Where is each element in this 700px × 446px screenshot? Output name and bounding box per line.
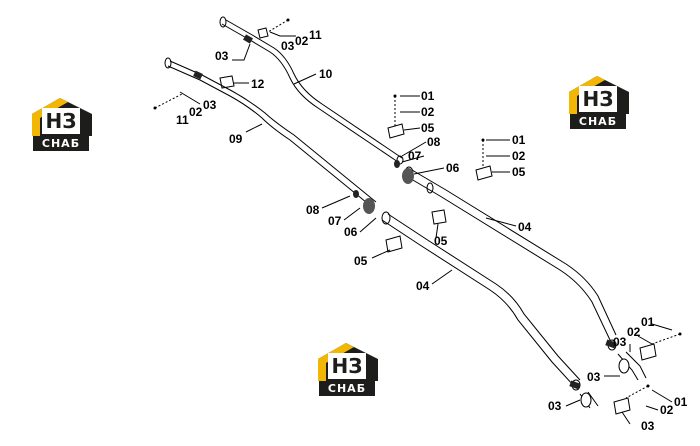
watermark-logo: НЗ СНАБ <box>567 74 631 132</box>
logo-text: СНАБ <box>570 114 626 129</box>
logo-mark: НЗ <box>42 108 80 134</box>
label-02: 02 <box>627 325 641 339</box>
label-09: 09 <box>229 132 243 146</box>
label-11: 11 <box>176 113 189 127</box>
watermark-logo: НЗ СНАБ <box>316 341 380 399</box>
label-04: 04 <box>518 220 532 234</box>
label-10: 10 <box>319 67 333 81</box>
label-02: 02 <box>421 105 435 119</box>
pipe-04-left <box>381 211 599 409</box>
label-05: 05 <box>421 121 435 135</box>
label-06: 06 <box>446 161 460 175</box>
label-06: 06 <box>344 225 358 239</box>
label-02: 02 <box>189 105 203 119</box>
label-05: 05 <box>512 165 526 179</box>
label-02: 02 <box>512 149 526 163</box>
label-12: 12 <box>251 77 265 91</box>
label-03: 03 <box>203 98 217 112</box>
label-03: 03 <box>548 399 562 413</box>
clamps <box>219 27 657 415</box>
label-08: 08 <box>427 135 441 149</box>
label-03: 03 <box>641 419 655 433</box>
label-02: 02 <box>295 34 309 48</box>
label-01: 01 <box>421 89 435 103</box>
bolts <box>153 18 682 399</box>
label-07: 07 <box>328 214 342 228</box>
label-01: 01 <box>641 315 655 329</box>
part-labels: 03 02 11 03 12 10 11 02 03 09 01 02 05 0… <box>176 28 688 433</box>
logo-mark: НЗ <box>579 86 617 112</box>
label-03: 03 <box>215 49 229 63</box>
label-08: 08 <box>306 203 320 217</box>
logo-mark: НЗ <box>328 353 366 379</box>
logo-text: СНАБ <box>33 136 89 151</box>
label-03: 03 <box>587 370 601 384</box>
label-02: 02 <box>660 403 674 417</box>
watermark-logo: НЗ СНАБ <box>30 96 94 154</box>
label-04: 04 <box>416 279 430 293</box>
label-05: 05 <box>354 254 368 268</box>
pipe-04-right <box>404 166 647 381</box>
label-05: 05 <box>434 234 448 248</box>
pipe-09 <box>164 57 377 208</box>
leader-lines <box>179 31 673 425</box>
label-11: 11 <box>309 28 322 42</box>
label-03: 03 <box>613 335 627 349</box>
label-07: 07 <box>408 149 422 163</box>
logo-text: СНАБ <box>319 381 375 396</box>
label-01: 01 <box>512 133 526 147</box>
label-03: 03 <box>281 39 295 53</box>
label-01: 01 <box>674 395 688 409</box>
